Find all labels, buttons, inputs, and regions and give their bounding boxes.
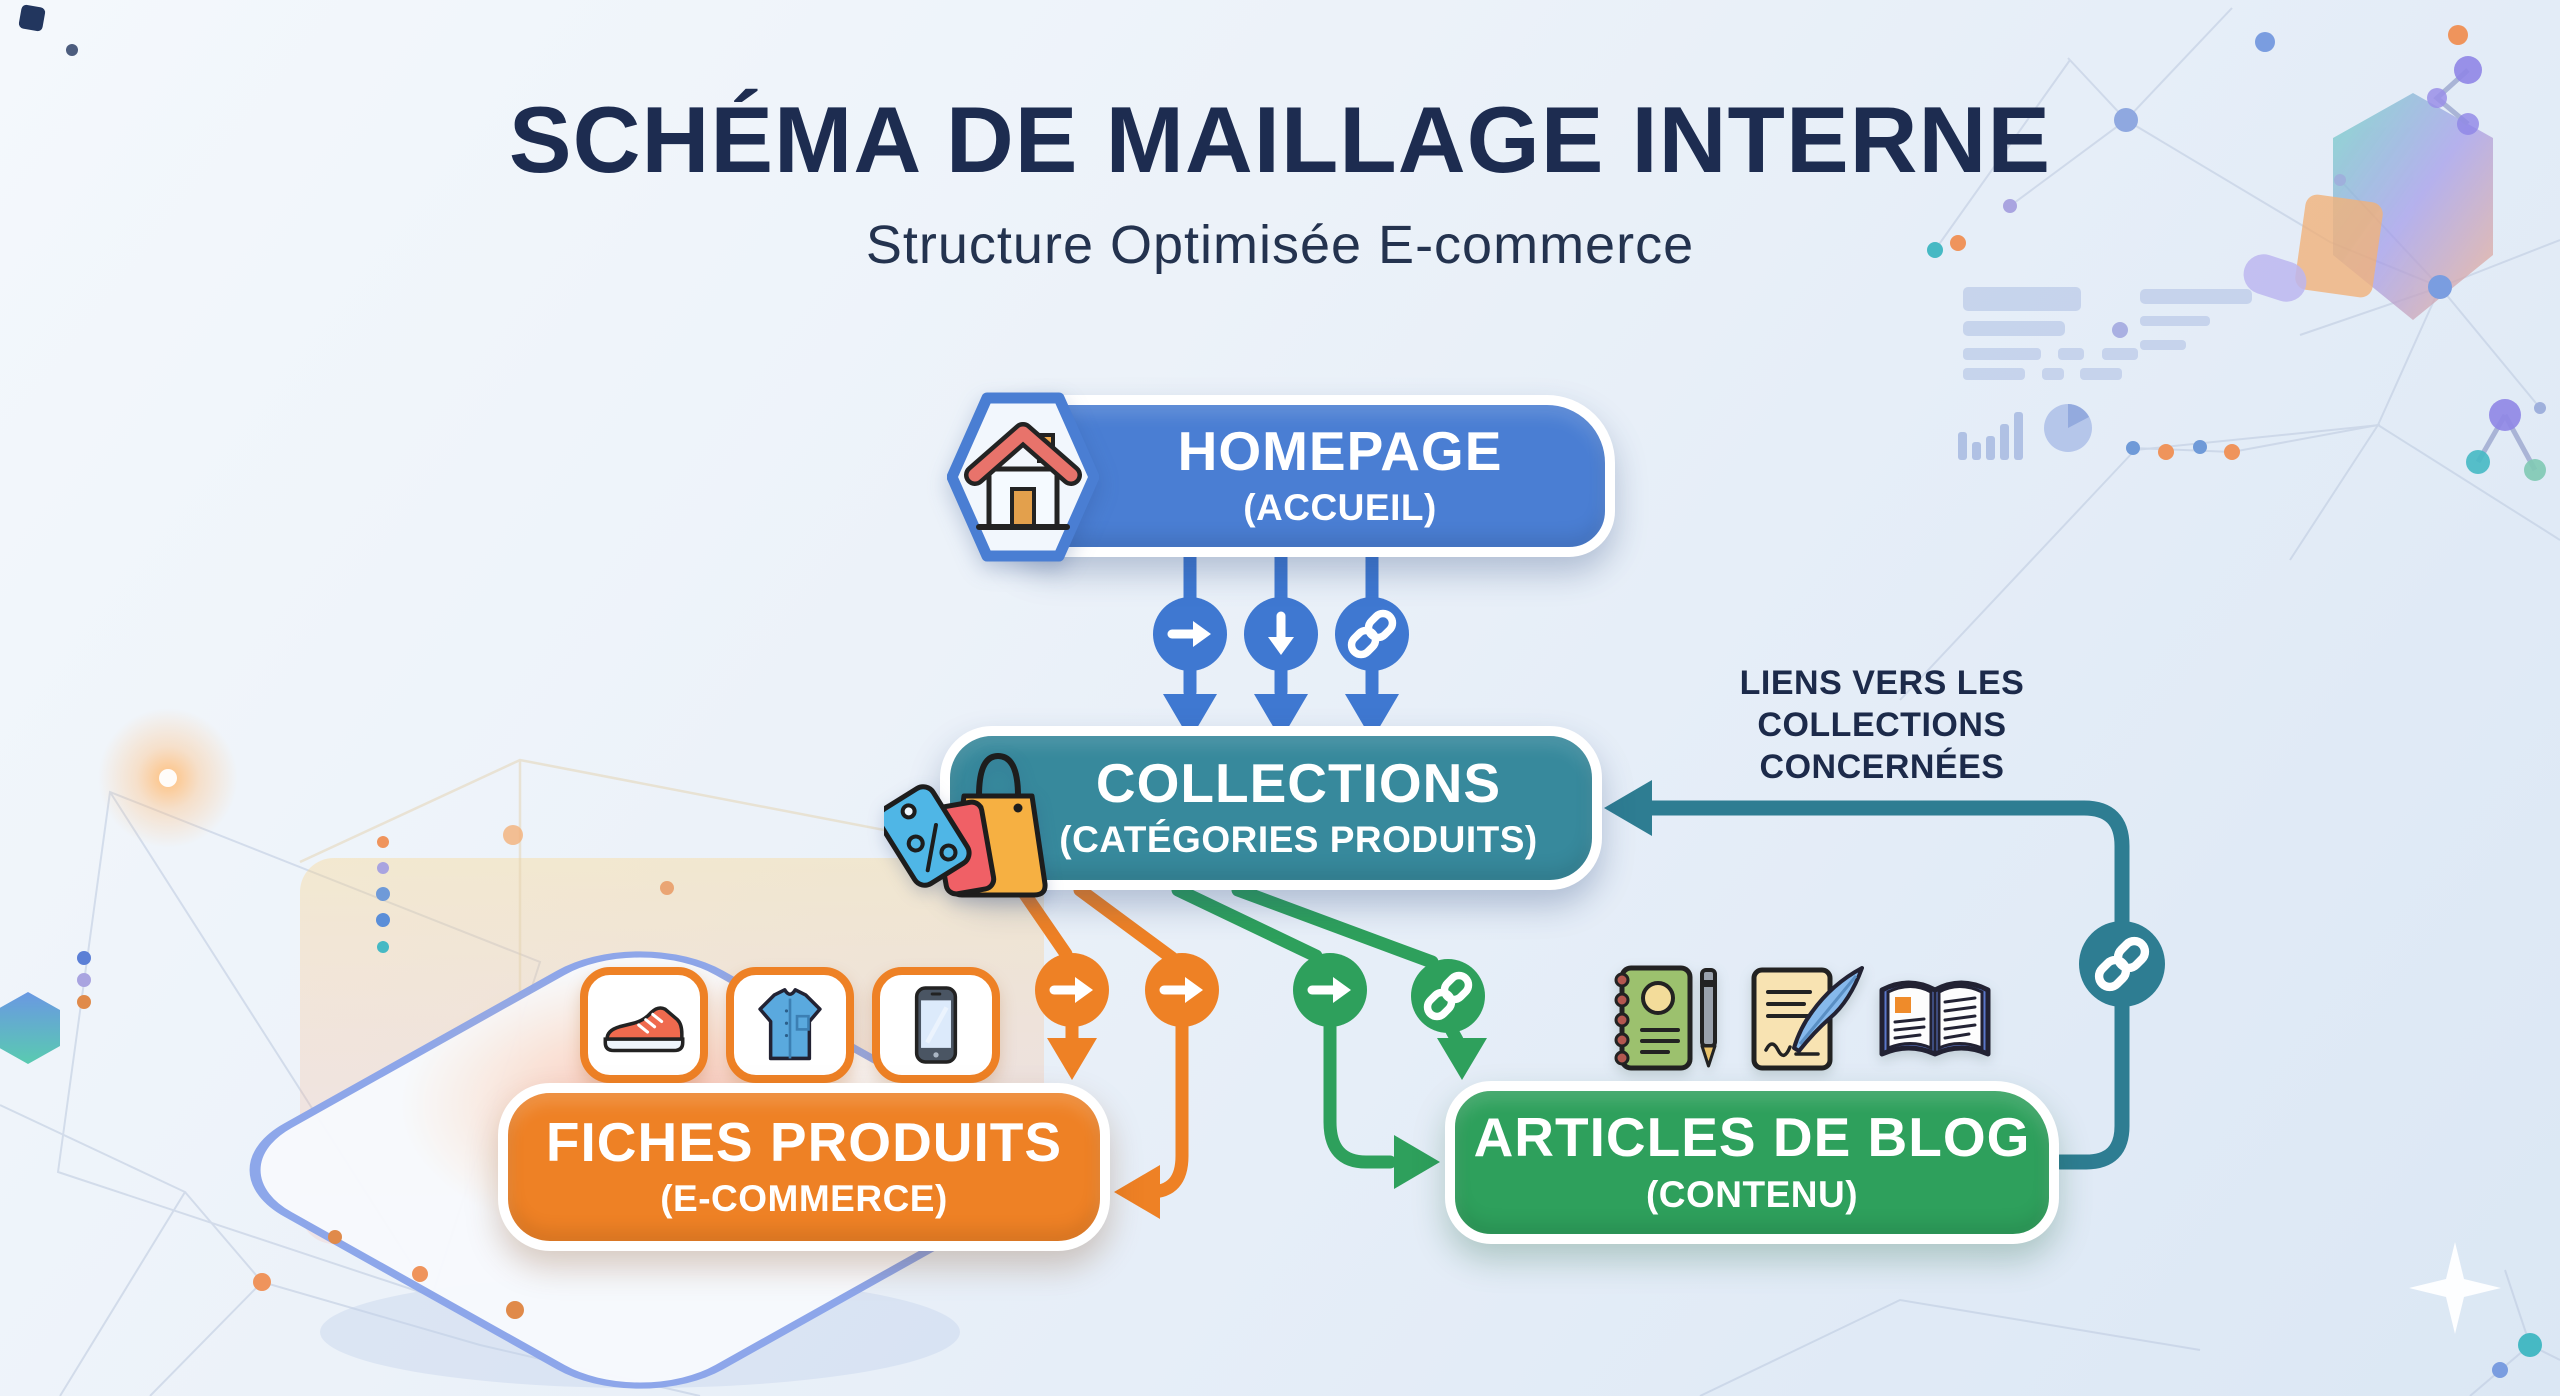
- smartphone-icon: [914, 986, 958, 1064]
- house-icon: [947, 389, 1099, 565]
- iso-cube-decor: [2243, 93, 2493, 320]
- arrow-right-icon: [1167, 621, 1211, 647]
- blog-links-note: LIENS VERS LES COLLECTIONS CONCERNÉES: [1739, 664, 2025, 786]
- node-blog: ARTICLES DE BLOG (CONTENU): [1445, 1081, 2059, 1244]
- arrow-down-icon: [1268, 611, 1294, 655]
- connector-collections-to-blog: [1171, 883, 1487, 1189]
- shirt-icon: [758, 988, 822, 1061]
- arrow-right-icon: [1307, 977, 1351, 1003]
- node-homepage-sublabel: (ACCUEIL): [1243, 487, 1437, 529]
- arrow-right-icon: [1049, 977, 1203, 1003]
- node-homepage-label: HOMEPAGE: [1177, 419, 1503, 482]
- dot-decor: [77, 25, 2546, 1378]
- connector-collections-to-products: [1015, 883, 1219, 1219]
- quill-paper-icon: [1748, 964, 1868, 1074]
- link-icon: [1423, 971, 1473, 1021]
- connector-blog-to-collections: [1604, 780, 2165, 1170]
- sparkle-icon: [2409, 1242, 2501, 1334]
- node-collections-label: COLLECTIONS: [1095, 751, 1502, 814]
- node-blog-label: ARTICLES DE BLOG: [1473, 1106, 2031, 1169]
- dashboard-glyphs-decor: [1958, 287, 2252, 460]
- node-collections-sublabel: (CATÉGORIES PRODUITS): [1059, 819, 1538, 861]
- product-chip-sneaker: [580, 967, 708, 1083]
- shopping-bag-tags-icon: [884, 744, 1060, 906]
- pie-chart-decor: [2044, 404, 2092, 452]
- link-icon: [1347, 609, 1397, 659]
- product-chip-shirt: [726, 967, 854, 1083]
- page-title: SCHÉMA DE MAILLAGE INTERNE: [508, 87, 2052, 192]
- sneaker-icon: [603, 1006, 685, 1053]
- header: SCHÉMA DE MAILLAGE INTERNE Structure Opt…: [0, 86, 2560, 276]
- link-icon: [2094, 936, 2150, 992]
- node-homepage: HOMEPAGE (ACCUEIL): [947, 392, 1615, 562]
- hexagon-decor: [0, 992, 60, 1064]
- open-book-icon: [1872, 968, 1998, 1070]
- connector-homepage-to-collections: [1153, 549, 1409, 740]
- page-subtitle: Structure Optimisée E-commerce: [865, 215, 1695, 275]
- node-collections: COLLECTIONS (CATÉGORIES PRODUITS): [884, 726, 1602, 898]
- node-products-label: FICHES PRODUITS: [545, 1110, 1063, 1173]
- corner-marks-decor: [18, 4, 78, 56]
- node-blog-sublabel: (CONTENU): [1645, 1173, 1859, 1215]
- molecule-decor: [2427, 56, 2546, 481]
- node-products-sublabel: (E-COMMERCE): [660, 1178, 948, 1220]
- node-products: FICHES PRODUITS (E-COMMERCE): [498, 1083, 1110, 1251]
- notebook-pen-icon: [1598, 962, 1738, 1076]
- product-chip-smartphone: [872, 967, 1000, 1083]
- mini-bar-chart-decor: [1958, 412, 2023, 460]
